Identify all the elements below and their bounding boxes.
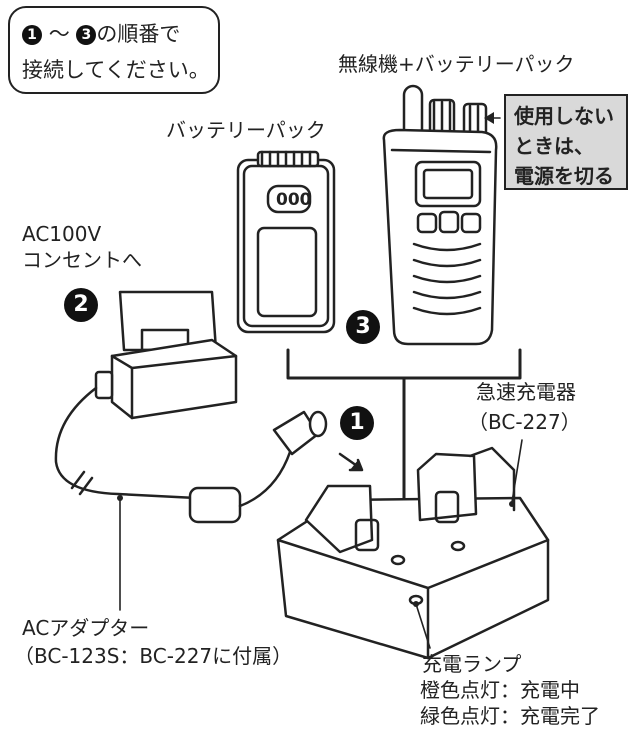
note-badge-start: 1 — [22, 25, 42, 45]
lamp-label-line3: 緑色点灯：充電完了 — [420, 704, 600, 728]
step1-badge: 1 — [340, 406, 374, 440]
radio-drawing — [382, 84, 498, 346]
radio-battery-label: 無線機+バッテリーパック — [338, 52, 575, 76]
battery-pack-drawing — [236, 150, 336, 334]
note-line2: 接続してください。 — [22, 58, 210, 82]
adapter-label-line1: ACアダプター — [22, 616, 150, 640]
ac-adapter-drawing — [54, 290, 364, 524]
lamp-label-line2: 橙色点灯：充電中 — [420, 678, 580, 702]
warning-line3: 電源を切る — [514, 164, 614, 188]
charger-drawing — [276, 446, 550, 660]
charger-label-line1: 急速充電器 — [476, 380, 576, 404]
charger-label-line2: （BC-227） — [468, 410, 581, 434]
power-off-warning: 使用しない ときは、 電源を切る — [504, 94, 628, 190]
note-badge-end: 3 — [76, 25, 97, 45]
step3-badge: 3 — [346, 310, 380, 344]
step2-badge: 2 — [64, 288, 98, 322]
note-suffix: の順番で — [96, 22, 181, 46]
note-tilde: ～ — [48, 22, 70, 46]
lamp-label-line1: 充電ランプ — [422, 652, 522, 676]
ac-outlet-label-line1: AC100V — [22, 222, 102, 246]
cable-dot — [117, 495, 123, 501]
battery-logo: 000 — [276, 190, 312, 210]
adapter-label-line2: （BC-123S：BC-227に付属） — [14, 644, 293, 668]
warning-line1: 使用しない — [514, 104, 614, 128]
battery-pack-label: バッテリーパック — [166, 118, 326, 142]
warning-line2: ときは、 — [514, 134, 594, 158]
ac-outlet-label-line2: コンセントへ — [22, 248, 142, 272]
